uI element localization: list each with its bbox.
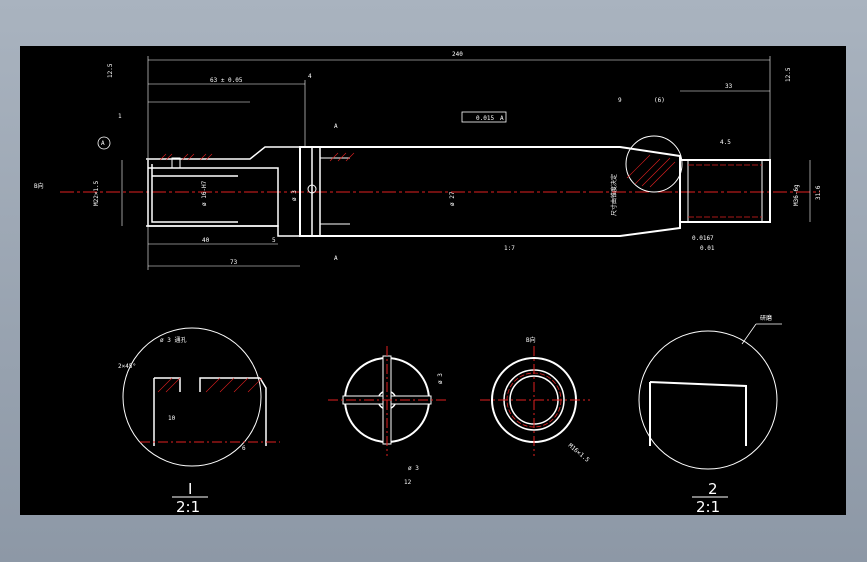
tolerance-ref: A — [500, 115, 504, 122]
detail-I-scale: 2:1 — [176, 498, 200, 515]
detail-I-chamfer: 2×45° — [118, 363, 136, 370]
detail-I-dim-phi: ø 3 通孔 — [160, 336, 186, 344]
detail-I-dim-10: 10 — [168, 415, 176, 422]
detail-2-circle — [625, 135, 683, 193]
dim-63: 63 ± 0.05 — [210, 77, 243, 84]
detail-I: 10 ø 3 通孔 2×45° 6 I 2:1 — [118, 327, 280, 515]
runout: 0.0167 — [692, 235, 714, 242]
tolerance-value: 0.015 — [476, 115, 494, 122]
dim-4: 4 — [308, 73, 312, 80]
shaft-body — [299, 146, 681, 237]
dim-m36: M36-6g — [793, 184, 800, 206]
dim-6: (6) — [654, 97, 665, 104]
datum-circle — [97, 136, 111, 150]
runout-2: 0.01 — [700, 245, 715, 252]
datum-label: A — [101, 140, 105, 147]
hole-dim: ø 16-H7 — [201, 180, 208, 206]
detail-I-circle — [122, 327, 262, 467]
section-B-thread: M16×1.5 — [567, 442, 591, 464]
surface-2: 12.5 — [785, 67, 792, 82]
detail-I-label: I — [188, 480, 192, 498]
dim-5: 5 — [272, 237, 276, 244]
section-A-phi3: ø 3 — [437, 373, 444, 384]
cross-hole — [171, 157, 181, 169]
detail-I-dim-6: 6 — [242, 445, 246, 452]
threaded-end — [679, 159, 771, 223]
detail-2: 研磨 2 2:1 — [638, 314, 782, 515]
break-hatch — [329, 152, 355, 162]
right-hatch — [626, 154, 676, 188]
cad-drawing: 240 63 ± 0.05 4 33 9 (6) 40 5 73 4.5 12.… — [34, 51, 822, 515]
drawing-sheet: 240 63 ± 0.05 4 33 9 (6) 40 5 73 4.5 12.… — [20, 46, 846, 515]
left-bore — [147, 160, 279, 227]
section-A-phi3b: ø 3 — [408, 465, 419, 472]
section-mark-a1: A — [334, 123, 338, 130]
dim-9: 9 — [618, 97, 622, 104]
dim-240: 240 — [452, 51, 463, 58]
pin-hole — [307, 184, 317, 194]
dim-73: 73 — [230, 259, 238, 266]
inner-bore — [151, 164, 238, 223]
dim-40: 40 — [202, 237, 210, 244]
dim-33: 33 — [725, 83, 733, 90]
thread-label: M22×1.5 — [93, 180, 100, 206]
dim-phi3: ø 3 — [291, 190, 298, 201]
slope: 1:7 — [504, 245, 515, 252]
section-A: ø 3 ø 3 12 — [328, 346, 446, 486]
section-B: B向 M16×1.5 — [480, 336, 591, 464]
dim-chamfer: 4.5 — [720, 139, 731, 146]
section-A-12: 12 — [404, 479, 412, 486]
detail-2-scale: 2:1 — [696, 498, 720, 515]
left-outline-bottom — [146, 225, 301, 237]
dim-phi27: ø 27 — [449, 191, 456, 206]
section-mark-a2: A — [334, 255, 338, 262]
detail-2-note: 研磨 — [760, 314, 772, 322]
tolerance-frame — [461, 111, 507, 123]
main-view: 240 63 ± 0.05 4 33 9 (6) 40 5 73 4.5 12.… — [34, 51, 822, 270]
dimension-lines — [121, 56, 811, 270]
surface-1: 12.5 — [107, 63, 114, 78]
dim-31: 31.6 — [815, 185, 822, 200]
taper-note: 尺寸由锥度决定 — [610, 174, 618, 216]
left-outline-top — [146, 146, 301, 160]
detail-2-label: 2 — [708, 480, 718, 498]
left-hatch — [159, 153, 213, 161]
b-direction: B向 — [34, 182, 44, 190]
detail-2-circle-view — [638, 330, 778, 470]
detail-1-leader: 1 — [118, 113, 122, 120]
section-B-label: B向 — [526, 336, 536, 344]
